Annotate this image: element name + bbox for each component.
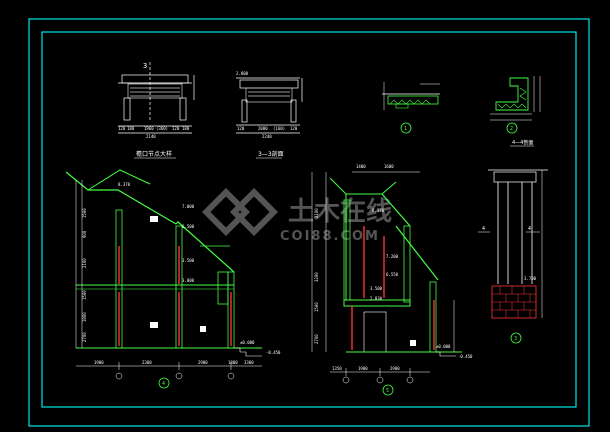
section-right-height-2: 3200 — [314, 272, 319, 282]
detail-3-3-dim-2: 2080 — [258, 126, 268, 131]
detail-section-3-3 — [236, 77, 303, 134]
section-left-elev-4: 3.500 — [182, 258, 195, 263]
section-right-dim-2: 1900 — [358, 366, 368, 371]
watermark-cn: 土木在线 — [288, 197, 392, 227]
section-left-marker — [158, 377, 170, 389]
section-right-elev-2: 7.200 — [386, 254, 399, 259]
section-left-elev-6: ±0.000 — [240, 340, 255, 345]
section-right-elev-4: 3.500 — [370, 286, 383, 291]
section-left-dim-4: 1800 — [228, 360, 238, 365]
detail-eave-node — [118, 62, 195, 134]
section-left-height-2: 900 — [82, 230, 87, 238]
section-right-top-dim-2: 1600 — [384, 164, 394, 169]
detail-section-4-4 — [490, 76, 541, 121]
section-right-number: 5 — [386, 388, 389, 394]
detail-3-3-dim-total: 2240 — [262, 134, 272, 139]
detail-small-a — [382, 82, 440, 110]
detail-3-3-dim-1: 120 — [237, 126, 245, 131]
detail-eave-dim-2: 180 — [127, 126, 135, 131]
section-right-elev-6: ±0.000 — [436, 344, 451, 349]
detail-eave-dim-1: 120 — [118, 126, 126, 131]
section-left-height-1: 1500 — [82, 208, 87, 218]
watermark-logo-icon — [201, 187, 279, 237]
detail-3-3-dim-3: (160) — [273, 126, 285, 131]
detail-column-marker — [510, 332, 522, 344]
section-left-elev-1: 8.370 — [118, 182, 131, 187]
section-left-dim-2: 2300 — [142, 360, 152, 365]
section-right-elev-7: -0.450 — [458, 354, 473, 359]
section-right-height-3: 1500 — [314, 302, 319, 312]
section-left-height-6: 2700 — [82, 332, 87, 342]
detail-4-4-title: 4—4剖面 — [512, 139, 533, 146]
section-right-drawing — [311, 171, 462, 384]
detail-eave-title: 檐口节点大样 — [136, 150, 172, 158]
section-right-marker — [382, 384, 394, 396]
detail-small-a-marker — [400, 122, 412, 134]
detail-eave-dim-5: 120 — [172, 126, 180, 131]
section-right-dim-1: 1350 — [332, 366, 342, 371]
detail-column-elevation: 3.700 — [524, 276, 537, 281]
section-right-elev-1: 8.370 — [372, 208, 385, 213]
section-left-elev-3: 6.500 — [182, 224, 195, 229]
section-left-dim-3: 2900 — [198, 360, 208, 365]
detail-eave-dim-total: 2140 — [146, 134, 156, 139]
detail-small-b-number: 2 — [510, 126, 513, 132]
section-left-number: 4 — [162, 381, 165, 387]
section-right-elev-3: 6.550 — [386, 272, 399, 277]
detail-column-mark-left: 4 — [482, 226, 485, 232]
section-left-height-3: 2100 — [82, 258, 87, 268]
detail-column — [478, 169, 548, 319]
section-right-top-dim-1: 1400 — [356, 164, 366, 169]
detail-small-a-number: 1 — [404, 126, 407, 132]
section-left-height-4: 1500 — [82, 290, 87, 300]
section-left-elev-7: -0.450 — [266, 350, 281, 355]
section-left-dim-5: 3300 — [244, 360, 254, 365]
section-right-height-4: 2700 — [314, 334, 319, 344]
watermark: 土木在线 COI88.COM — [201, 187, 392, 244]
section-left-height-5: 1800 — [82, 312, 87, 322]
section-right-dim-3: 2900 — [390, 366, 400, 371]
section-left-elev-2: 7.000 — [182, 204, 195, 209]
section-left-elev-5: 3.000 — [182, 278, 195, 283]
detail-eave-dim-4: (360) — [156, 126, 168, 131]
section-right-height-1: 2100 — [314, 208, 319, 218]
detail-3-3-label-top: 2.800 — [236, 71, 249, 76]
section-left-dim-1: 1900 — [94, 360, 104, 365]
detail-eave-dim-3: 1960 — [144, 126, 154, 131]
detail-small-b-marker — [506, 122, 518, 134]
outer-frame — [28, 18, 590, 427]
detail-3-3-dim-4: 120 — [290, 126, 298, 131]
detail-eave-dim-6: 180 — [182, 126, 190, 131]
inner-frame — [41, 31, 577, 408]
section-right-elev-5: 2.830 — [370, 296, 383, 301]
detail-3-3-title: 3—3剖面 — [258, 150, 284, 158]
section-left-drawing — [65, 169, 262, 380]
detail-column-number: 3 — [514, 336, 517, 342]
detail-column-mark-right: 4 — [528, 226, 531, 232]
watermark-en: COI88.COM — [280, 229, 380, 244]
detail-eave-section-mark: 3 — [143, 62, 147, 70]
